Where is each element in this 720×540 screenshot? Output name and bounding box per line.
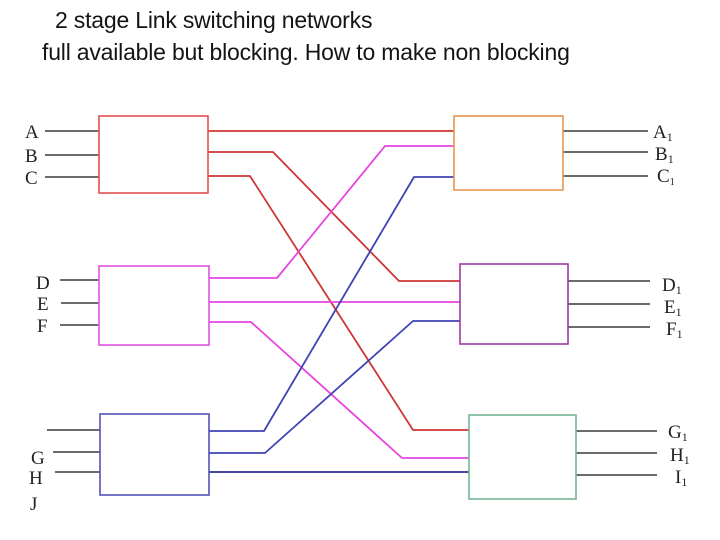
slide-title-line-1: 2 stage Link switching networks bbox=[55, 7, 373, 33]
output-label-b1: B1 bbox=[655, 144, 674, 166]
input-label-g: G bbox=[31, 448, 45, 469]
output-label-g1: G1 bbox=[668, 422, 688, 444]
input-label-d: D bbox=[36, 273, 50, 294]
link-magenta-1 bbox=[209, 145, 454, 279]
output-label-e1: E1 bbox=[664, 297, 682, 319]
output-label-f1: F1 bbox=[666, 319, 683, 341]
input-label-j: J bbox=[30, 494, 37, 515]
switch-box-right-bottom bbox=[468, 414, 577, 500]
input-label-f: F bbox=[37, 316, 48, 337]
input-label-e: E bbox=[37, 294, 49, 315]
output-label-h1: H1 bbox=[670, 445, 690, 467]
input-label-h: H bbox=[29, 468, 43, 489]
link-red-3 bbox=[208, 175, 469, 431]
output-label-a1: A1 bbox=[653, 122, 673, 144]
switch-box-right-middle bbox=[459, 263, 569, 345]
switch-box-left-top bbox=[98, 115, 209, 194]
output-label-i1: I1 bbox=[675, 467, 687, 489]
output-label-c1: C1 bbox=[657, 166, 675, 188]
input-label-a: A bbox=[25, 122, 39, 143]
slide-title-line-2: full available but blocking. How to make… bbox=[42, 39, 570, 65]
output-label-d1: D1 bbox=[662, 275, 682, 297]
link-blue-2 bbox=[209, 320, 460, 454]
input-label-c: C bbox=[25, 168, 38, 189]
link-blue-1 bbox=[209, 176, 454, 432]
switch-box-left-middle bbox=[98, 265, 210, 346]
switch-box-right-top bbox=[453, 115, 564, 191]
input-label-b: B bbox=[25, 146, 38, 167]
link-red-2 bbox=[208, 151, 460, 282]
link-magenta-3 bbox=[209, 321, 469, 459]
switch-box-left-bottom bbox=[99, 413, 210, 496]
